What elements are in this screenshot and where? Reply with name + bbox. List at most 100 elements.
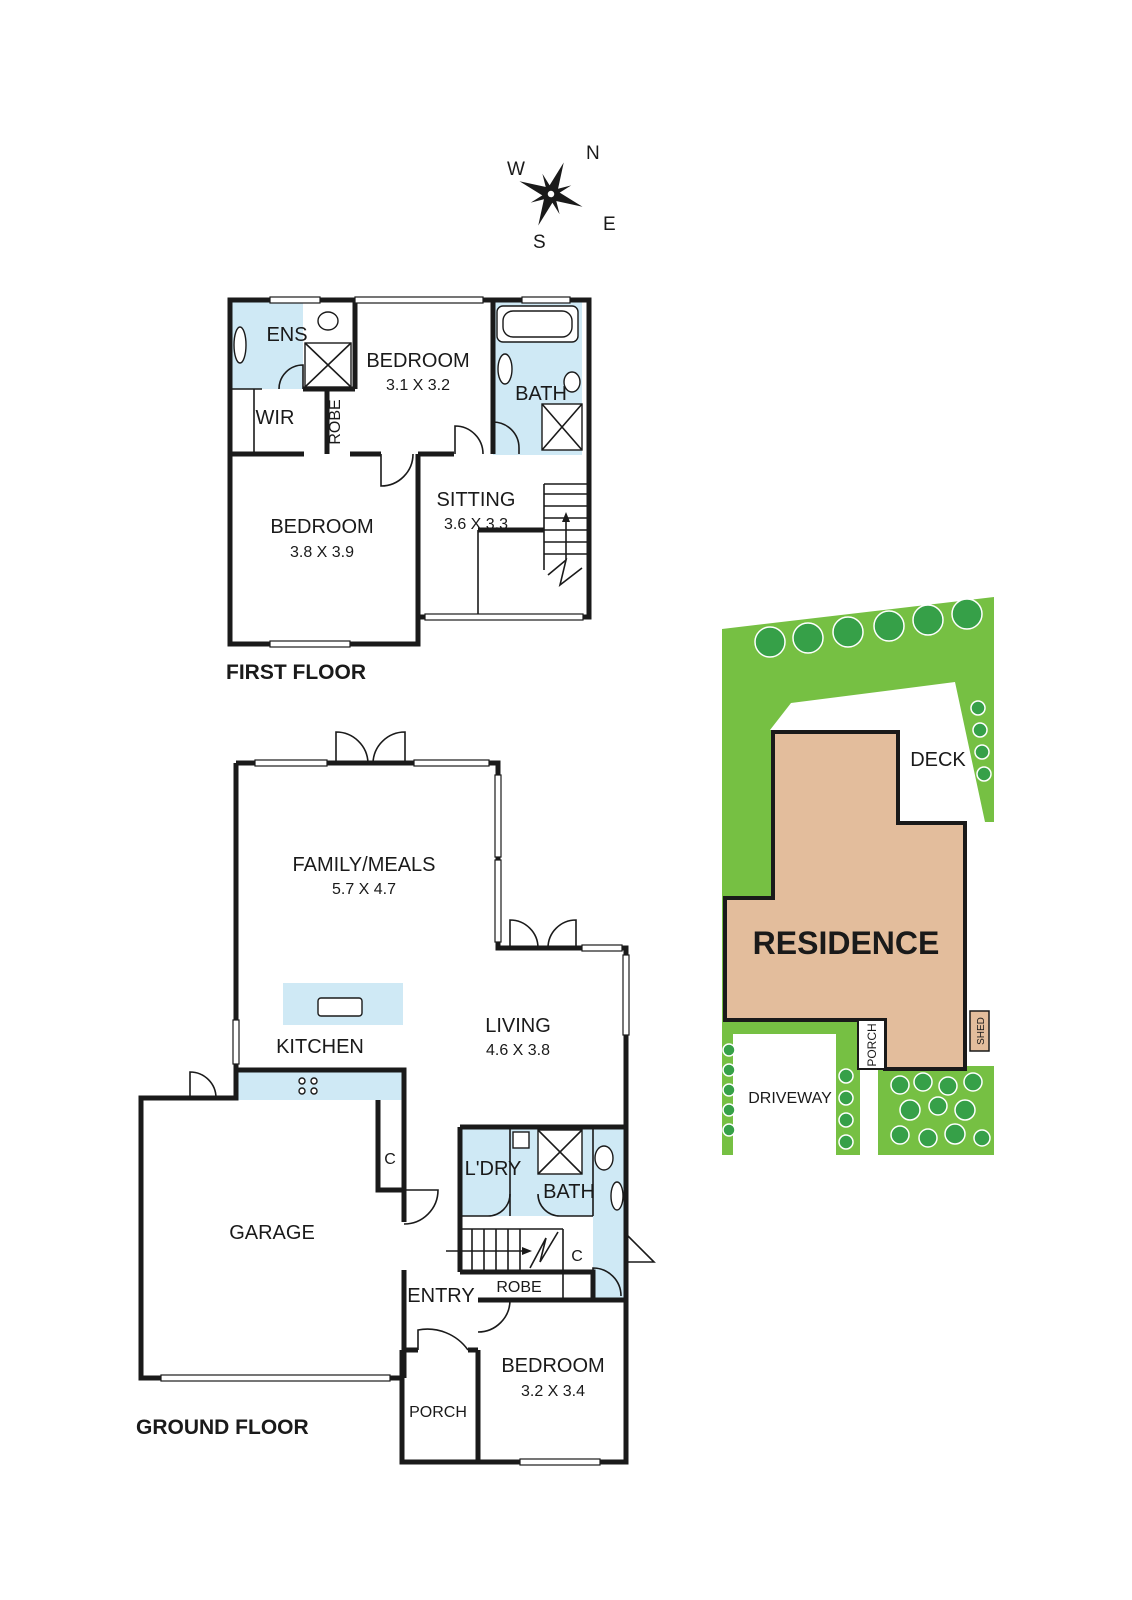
- tree-icon: [976, 766, 992, 782]
- window: [254, 759, 328, 767]
- ground-floor-bedroom-dims: 3.2 X 3.4: [521, 1383, 585, 1400]
- tree-icon: [899, 1099, 921, 1121]
- site-plan: RESIDENCE DECK DRIVEWAY PORCH SHED: [722, 597, 994, 1155]
- ground-floor-bedroom-label: BEDROOM: [501, 1355, 604, 1377]
- cooktop-burner: [310, 1077, 318, 1085]
- kitchen-bench: [236, 1070, 404, 1100]
- family-meals-dims: 5.7 X 4.7: [332, 881, 396, 898]
- bedroom-top-dims: 3.1 X 3.2: [386, 377, 450, 394]
- tree-icon: [951, 598, 983, 630]
- porch-path: [860, 1045, 878, 1155]
- garage-door: [160, 1374, 391, 1382]
- door-swing: [625, 1233, 656, 1263]
- basin: [497, 353, 513, 385]
- family-meals-label: FAMILY/MEALS: [292, 854, 435, 876]
- shed-box: [969, 1010, 990, 1052]
- tree-icon: [873, 610, 905, 642]
- cooktop-burner: [310, 1087, 318, 1095]
- kitchen-label: KITCHEN: [276, 1036, 364, 1058]
- tree-icon: [918, 1128, 938, 1148]
- cooktop-burner: [298, 1087, 306, 1095]
- shed-label: SHED: [976, 1017, 987, 1045]
- tree-icon: [832, 616, 864, 648]
- deck-label: DECK: [910, 749, 966, 771]
- ground-floor-robe-label: ROBE: [496, 1279, 541, 1296]
- cooktop-icon: [298, 1077, 306, 1085]
- door-swing: [537, 1193, 561, 1217]
- site-porch-label: PORCH: [865, 1023, 879, 1066]
- tree-icon: [722, 1083, 736, 1097]
- ground-floor-bath-label: BATH: [543, 1181, 595, 1203]
- kitchen-cupboard-label: C: [384, 1151, 396, 1168]
- tree-icon: [890, 1075, 910, 1095]
- trees: [722, 598, 992, 1150]
- tree-icon: [722, 1123, 736, 1137]
- ground-floor-plan: FAMILY/MEALS 5.7 X 4.7 KITCHEN LIVING 4.…: [136, 731, 656, 1466]
- toilet: [594, 1145, 614, 1171]
- driveway-area: [733, 1034, 836, 1155]
- door-swing: [417, 1328, 469, 1351]
- bedroom-top-label: BEDROOM: [366, 350, 469, 372]
- living-dims: 4.6 X 3.8: [486, 1042, 550, 1059]
- tree-icon: [838, 1134, 854, 1150]
- basin: [610, 1181, 624, 1211]
- door-swing: [380, 453, 414, 487]
- window: [622, 954, 630, 1036]
- wir-label: WIR: [256, 407, 295, 429]
- door-swing: [454, 425, 484, 455]
- first-floor-title: FIRST FLOOR: [226, 661, 366, 684]
- compass-west-label: W: [507, 159, 525, 180]
- window: [232, 1019, 240, 1065]
- french-door: [509, 919, 577, 949]
- door-swing: [592, 1267, 622, 1300]
- window: [494, 774, 502, 858]
- ground-floor-bath-area-lower: [593, 1216, 625, 1298]
- window: [269, 296, 321, 304]
- tree-icon: [722, 1063, 736, 1077]
- door-swing: [278, 364, 304, 390]
- ens-label: ENS: [266, 324, 307, 346]
- porch-box: [857, 1019, 886, 1070]
- ground-floor-stairs: [446, 1228, 564, 1300]
- tree-icon: [890, 1125, 910, 1145]
- door-swing: [403, 1189, 439, 1225]
- tree-icon: [954, 1099, 976, 1121]
- window: [354, 296, 484, 304]
- bathtub-inner: [502, 310, 573, 338]
- window: [494, 859, 502, 943]
- first-floor-plan: ENS BEDROOM 3.1 X 3.2 BATH WIR ROBE BEDR…: [226, 296, 592, 684]
- window: [413, 759, 490, 767]
- toilet: [563, 371, 581, 393]
- basin: [233, 326, 247, 364]
- compass-star-icon: [519, 162, 583, 226]
- living-label: LIVING: [485, 1015, 551, 1037]
- tree-icon: [928, 1096, 948, 1116]
- tree-icon: [754, 626, 786, 658]
- tree-icon: [792, 622, 824, 654]
- bedroom-left-label: BEDROOM: [270, 516, 373, 538]
- tree-icon: [912, 604, 944, 636]
- window: [581, 944, 623, 952]
- tree-icon: [722, 1103, 736, 1117]
- compass-rose: N W E S: [507, 143, 616, 253]
- tree-icon: [973, 1129, 991, 1147]
- toilet: [317, 311, 339, 331]
- french-door: [335, 731, 406, 764]
- laundry-tub: [512, 1131, 530, 1149]
- tree-icon: [838, 1068, 854, 1084]
- door-swing: [477, 1299, 511, 1333]
- deck-area: [770, 682, 985, 822]
- porch-label: PORCH: [409, 1404, 467, 1421]
- tree-icon: [838, 1112, 854, 1128]
- tree-icon: [972, 722, 988, 738]
- garage-label: GARAGE: [229, 1222, 315, 1244]
- first-floor-stairs: [477, 483, 589, 617]
- residence-label: RESIDENCE: [753, 925, 940, 961]
- compass-east-label: E: [603, 214, 616, 235]
- window: [269, 640, 351, 648]
- door-swing: [492, 421, 520, 454]
- compass-north-label: N: [586, 143, 600, 164]
- sitting-label: SITTING: [437, 489, 516, 511]
- sitting-dims: 3.6 X 3.3: [444, 516, 508, 533]
